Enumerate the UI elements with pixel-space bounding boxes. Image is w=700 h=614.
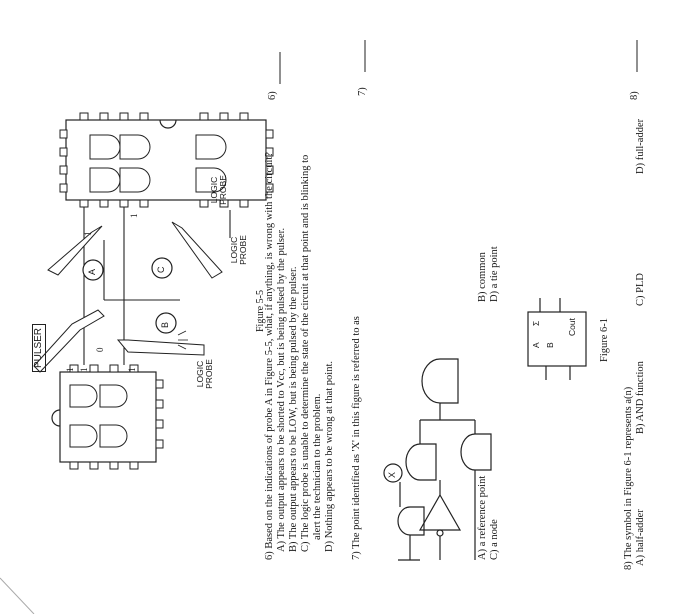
q7-option-d: D) a tie point xyxy=(489,246,500,302)
q7-logic-circuit xyxy=(397,358,492,561)
figure-6-1-caption: Figure 6-1 xyxy=(599,317,610,362)
page-edge xyxy=(0,577,35,614)
pulser-label: PULSER xyxy=(32,323,46,372)
pin-value: 1 xyxy=(127,367,137,373)
q6-option-b: B) The output appears to be LOW, but is … xyxy=(288,266,299,553)
probe-c-letter: C xyxy=(156,266,166,274)
q6-option-a: A) The output appears to be shorted to V… xyxy=(276,227,287,552)
lower-ic-chip xyxy=(59,371,157,463)
q8-option-c: C) PLD xyxy=(635,273,646,306)
q7-option-c: C) a node xyxy=(489,519,500,560)
probe-c-body xyxy=(171,221,223,279)
q8-option-b: B) AND function xyxy=(635,361,646,434)
node-x-label: X xyxy=(387,471,397,478)
figure-6-1-adder-block xyxy=(527,298,587,380)
q8-number: 8) xyxy=(629,91,640,100)
pin-value: 1 xyxy=(65,367,75,373)
upper-ic-chip xyxy=(65,119,267,201)
pulser-body xyxy=(33,309,105,373)
pin-value: 0 xyxy=(95,347,105,353)
q8-option-a: A) half-adder xyxy=(635,509,646,566)
q7-option-b: B) common xyxy=(477,252,488,302)
probe-b-letter: B xyxy=(160,321,170,328)
q7-question: 7) The point identified as 'X' in this f… xyxy=(351,316,362,560)
adder-input-a: A xyxy=(531,342,541,348)
pin-value: 1 xyxy=(83,231,93,237)
probe-a-indicator xyxy=(82,259,104,281)
probe-b-body xyxy=(116,339,205,356)
q6-question: 6) Based on the indications of probe A i… xyxy=(264,152,275,560)
probe-a-letter: A xyxy=(87,268,97,275)
q6-option-c: C) The logic probe is unable to determin… xyxy=(300,154,311,552)
q7-number: 7) xyxy=(357,87,368,96)
pin-value: 1 xyxy=(79,367,89,373)
pin-value: 1 xyxy=(129,213,139,219)
adder-cout-output: Cout xyxy=(567,318,577,336)
probe-b-indicator xyxy=(155,312,177,334)
probe-c-indicator xyxy=(151,257,173,279)
q7-option-a: A) a reference point xyxy=(477,475,488,560)
q6-option-c-continued: alert the technician to the problem. xyxy=(312,393,323,540)
q8-option-d: D) full-adder xyxy=(635,118,646,174)
probe-a-body xyxy=(47,225,103,276)
q8-question: 8) The symbol in Figure 6-1 represents a… xyxy=(623,386,634,570)
logic-probe-b-label: LOGIC PROBE xyxy=(195,359,214,389)
adder-input-b: B xyxy=(545,342,555,348)
q6-number: 6) xyxy=(267,91,278,100)
logic-probe-c-label: LOGIC PROBE xyxy=(209,175,228,205)
q6-option-d: D) Nothing appears to be wrong at that p… xyxy=(324,361,335,552)
node-x-marker xyxy=(383,463,403,483)
adder-sum-output: Σ xyxy=(531,320,541,326)
logic-probe-a-label: LOGIC PROBE xyxy=(229,235,248,265)
